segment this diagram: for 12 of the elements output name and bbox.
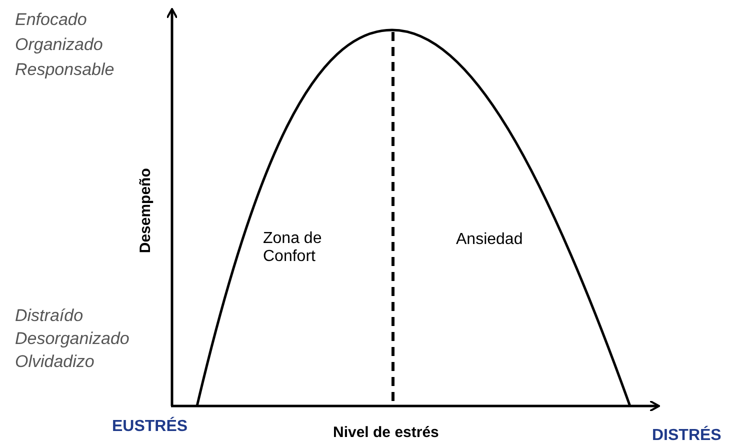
axis-title: Nivel de estrés [333, 424, 439, 442]
axis-label: Responsable [15, 60, 114, 80]
zone-label: Zona de Confort [263, 230, 323, 267]
axis-label: Distraído [15, 306, 84, 326]
zone-label: Ansiedad [456, 231, 523, 250]
axis-title: Desempeño [136, 168, 154, 253]
axis-end-label: EUSTRÉS [112, 418, 188, 436]
axis-label: Organizado [15, 35, 103, 55]
axis-end-label: DISTRÉS [652, 427, 722, 446]
axis-label: Olvidadizo [15, 352, 94, 372]
axis-label: Desorganizado [15, 329, 130, 349]
axis-label: Enfocado [15, 10, 87, 30]
